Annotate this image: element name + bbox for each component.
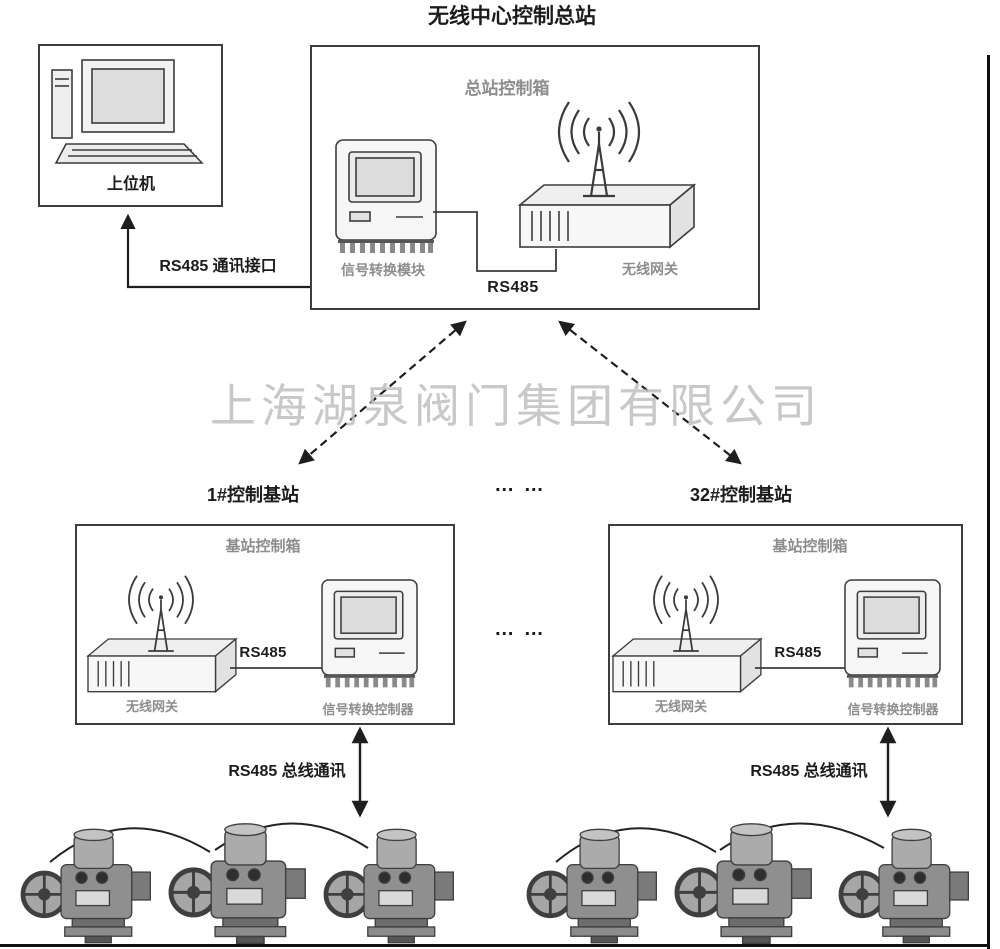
station1-title: 1#控制基站 bbox=[206, 485, 300, 505]
master-rs485-label: RS485 bbox=[487, 279, 539, 296]
station1-gateway-label: 无线网关 bbox=[125, 699, 179, 714]
watermark: 上海湖泉阀门集团有限公司 bbox=[210, 380, 822, 432]
valve-actuator-icon bbox=[326, 829, 453, 942]
host-link-label: RS485 通讯接口 bbox=[159, 258, 277, 275]
station1-box-label: 基站控制箱 bbox=[225, 538, 301, 555]
host-computer-box bbox=[38, 44, 223, 207]
station32-title: 32#控制基站 bbox=[689, 485, 793, 505]
station32-rs485-label: RS485 bbox=[774, 644, 822, 661]
valve-actuator-icon bbox=[529, 829, 656, 942]
station32-bus-label: RS485 总线通讯 bbox=[750, 763, 868, 780]
valve-actuator-icon bbox=[841, 829, 968, 942]
station1-controller-label: 信号转换控制器 bbox=[322, 702, 414, 717]
master-box-label: 总站控制箱 bbox=[464, 79, 550, 98]
station32-control-box bbox=[608, 524, 963, 725]
station32-controller-label: 信号转换控制器 bbox=[847, 702, 939, 717]
host-link-arrow bbox=[120, 213, 310, 289]
station32-box-label: 基站控制箱 bbox=[772, 538, 848, 555]
page-title: 无线中心控制总站 bbox=[428, 5, 596, 28]
station1-bus-label: RS485 总线通讯 bbox=[228, 763, 346, 780]
stations-ellipsis-top: … … bbox=[494, 474, 546, 496]
stations-ellipsis-mid: … … bbox=[494, 618, 546, 640]
master-control-box bbox=[310, 45, 760, 310]
scan-edge-bottom bbox=[0, 944, 990, 947]
scan-edge-right bbox=[987, 55, 990, 949]
station32-gateway-label: 无线网关 bbox=[654, 699, 708, 714]
host-computer-label: 上位机 bbox=[106, 176, 156, 193]
signal-module-label: 信号转换模块 bbox=[341, 262, 425, 278]
station1-control-box bbox=[75, 524, 455, 725]
valve-actuator-icon bbox=[23, 829, 150, 942]
station1-rs485-label: RS485 bbox=[239, 644, 287, 661]
master-internal-rs485-line bbox=[433, 211, 557, 272]
master-to-station1-arrow bbox=[298, 320, 467, 465]
master-gateway-label: 无线网关 bbox=[622, 261, 678, 277]
